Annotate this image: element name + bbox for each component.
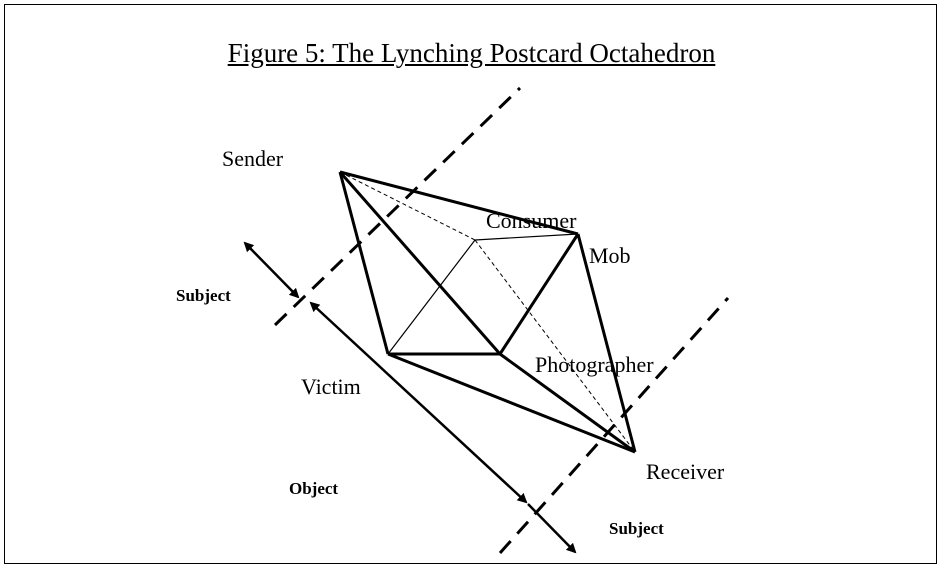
edge-consumer-receiver: [474, 239, 636, 453]
axis-upper-segment: [243, 241, 300, 299]
axis-lower-segment: [527, 503, 577, 554]
upper-dashed-line: [273, 86, 522, 327]
edge-victim-receiver: [387, 352, 636, 454]
node-label-receiver: Receiver: [646, 459, 725, 484]
edge-consumer-mob: [474, 233, 579, 241]
node-label-sender: Sender: [222, 146, 284, 171]
node-label-consumer: Consumer: [486, 208, 577, 233]
edge-sender-consumer: [339, 171, 476, 241]
axis-middle-segment: [309, 301, 528, 504]
edge-consumer-victim: [387, 239, 476, 355]
axis-label-subject-bottom: Subject: [609, 519, 664, 538]
edge-sender-photographer: [338, 171, 502, 355]
axis-label-subject-left: Subject: [176, 286, 231, 305]
node-label-mob: Mob: [589, 243, 631, 268]
figure-title: Figure 5: The Lynching Postcard Octahedr…: [227, 38, 716, 68]
node-label-photographer: Photographer: [535, 352, 654, 377]
edge-photographer-receiver: [499, 352, 636, 454]
edge-mob-receiver: [576, 233, 637, 453]
edge-sender-mob: [339, 170, 579, 236]
edge-sender-victim: [338, 171, 390, 355]
lower-dashed-line: [498, 297, 730, 554]
node-label-victim: Victim: [301, 374, 361, 399]
edge-mob-photographer: [498, 233, 580, 355]
axis-label-object: Object: [289, 479, 339, 498]
